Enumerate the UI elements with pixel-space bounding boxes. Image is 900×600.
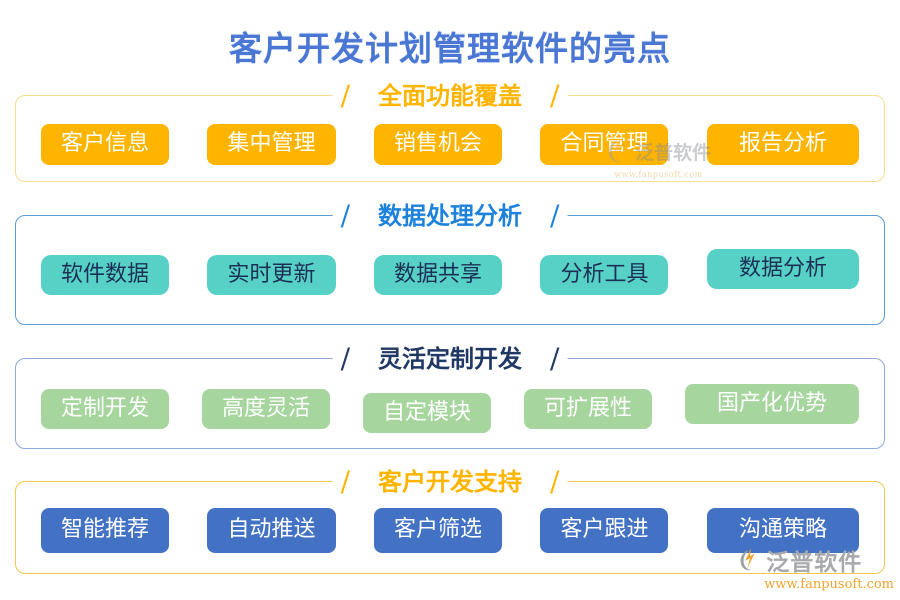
section-panel-function-coverage: / 全面功能覆盖 / 客户信息 集中管理 销售机会 合同管理 报告分析 — [15, 79, 885, 182]
slash-decor-left: / — [340, 342, 350, 375]
section-heading: / 数据处理分析 / — [332, 199, 568, 233]
watermark-url-link[interactable]: www.fanpusoft.com — [764, 577, 894, 592]
slash-decor-right: / — [550, 465, 560, 498]
feature-chip[interactable]: 智能推荐 — [41, 508, 170, 553]
watermark-brand: 泛普软件 — [766, 549, 863, 576]
slash-decor-left: / — [340, 79, 350, 112]
slash-decor-right: / — [550, 342, 560, 375]
section-heading-text: 数据处理分析 — [378, 201, 522, 230]
section-heading: / 全面功能覆盖 / — [332, 79, 568, 113]
section-heading-text: 灵活定制开发 — [378, 344, 522, 373]
slash-decor-left: / — [340, 465, 350, 498]
feature-chip[interactable]: 报告分析 — [706, 124, 859, 165]
slash-decor-right: / — [550, 79, 560, 112]
section-heading-text: 客户开发支持 — [378, 467, 522, 496]
chip-row: 定制开发 高度灵活 自定模块 可扩展性 国产化优势 — [16, 359, 884, 448]
section-heading-text: 全面功能覆盖 — [378, 81, 522, 110]
feature-chip[interactable]: 沟通策略 — [706, 508, 859, 553]
feature-chip[interactable]: 客户跟进 — [540, 508, 669, 553]
feature-chip[interactable]: 销售机会 — [373, 124, 502, 165]
slash-decor-right: / — [550, 199, 560, 232]
section-panel-customer-support: / 客户开发支持 / 智能推荐 自动推送 客户筛选 客户跟进 沟通策略 — [15, 465, 885, 574]
feature-chip[interactable]: 国产化优势 — [684, 383, 859, 425]
watermark-corner: 泛普软件 www.fanpusoft.com — [738, 543, 894, 592]
feature-chip[interactable]: 客户筛选 — [373, 508, 502, 553]
feature-chip[interactable]: 客户信息 — [41, 124, 170, 165]
section-heading: / 客户开发支持 / — [332, 465, 568, 499]
chip-row: 客户信息 集中管理 销售机会 合同管理 报告分析 — [16, 96, 884, 181]
feature-chip[interactable]: 定制开发 — [41, 388, 170, 430]
feature-chip[interactable]: 软件数据 — [41, 254, 170, 296]
feature-chip[interactable]: 可扩展性 — [523, 388, 652, 430]
feature-chip[interactable]: 数据分析 — [706, 248, 859, 290]
feature-chip[interactable]: 自动推送 — [207, 508, 336, 553]
slash-decor-left: / — [340, 199, 350, 232]
feature-chip[interactable]: 实时更新 — [207, 254, 336, 296]
section-panel-data-processing: / 数据处理分析 / 软件数据 实时更新 数据共享 分析工具 数据分析 — [15, 199, 885, 325]
section-heading: / 灵活定制开发 / — [332, 342, 568, 376]
chip-row: 软件数据 实时更新 数据共享 分析工具 数据分析 — [16, 216, 884, 324]
feature-chip[interactable]: 自定模块 — [362, 392, 491, 434]
fanpu-logo-icon — [738, 546, 762, 574]
chip-row: 智能推荐 自动推送 客户筛选 客户跟进 沟通策略 — [16, 482, 884, 573]
feature-chip[interactable]: 分析工具 — [540, 254, 669, 296]
section-panel-custom-development: / 灵活定制开发 / 定制开发 高度灵活 自定模块 可扩展性 国产化优势 — [15, 342, 885, 449]
feature-chip[interactable]: 集中管理 — [207, 124, 336, 165]
feature-chip[interactable]: 数据共享 — [373, 254, 502, 296]
page-title: 客户开发计划管理软件的亮点 — [229, 29, 671, 68]
feature-chip[interactable]: 合同管理 — [540, 124, 669, 165]
feature-chip[interactable]: 高度灵活 — [201, 388, 330, 430]
